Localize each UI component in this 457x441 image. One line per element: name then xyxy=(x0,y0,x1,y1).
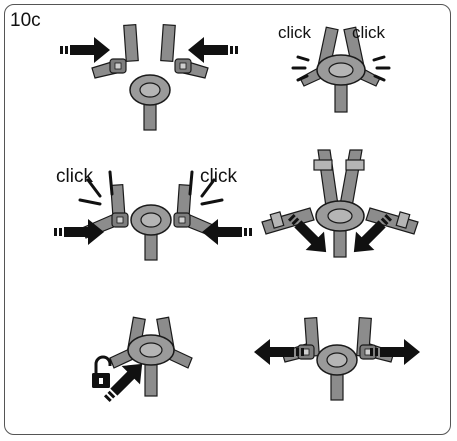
click-text-left: click xyxy=(56,166,93,187)
click-lines-icon xyxy=(291,55,391,82)
arrow-right-icon xyxy=(60,37,110,63)
panel-insert-buckles xyxy=(60,23,238,131)
panel-release-buckles xyxy=(254,316,420,401)
step-label: 10c xyxy=(10,10,41,31)
padlock-unlocked-icon xyxy=(92,355,112,388)
click-text-right: click xyxy=(352,23,386,42)
click-text-right: click xyxy=(200,166,237,187)
panel-unlock-buckle xyxy=(92,316,193,409)
panel-tighten-harness xyxy=(261,149,419,262)
arrow-left-icon xyxy=(254,339,304,365)
panel-buckles-clicked: click click xyxy=(278,23,391,113)
arrow-right-icon xyxy=(370,339,420,365)
arrow-left-icon xyxy=(188,37,238,63)
click-text-left: click xyxy=(278,23,312,42)
click-lines-icon xyxy=(78,170,224,206)
panel-insert-buckles-click: click click xyxy=(54,166,252,261)
